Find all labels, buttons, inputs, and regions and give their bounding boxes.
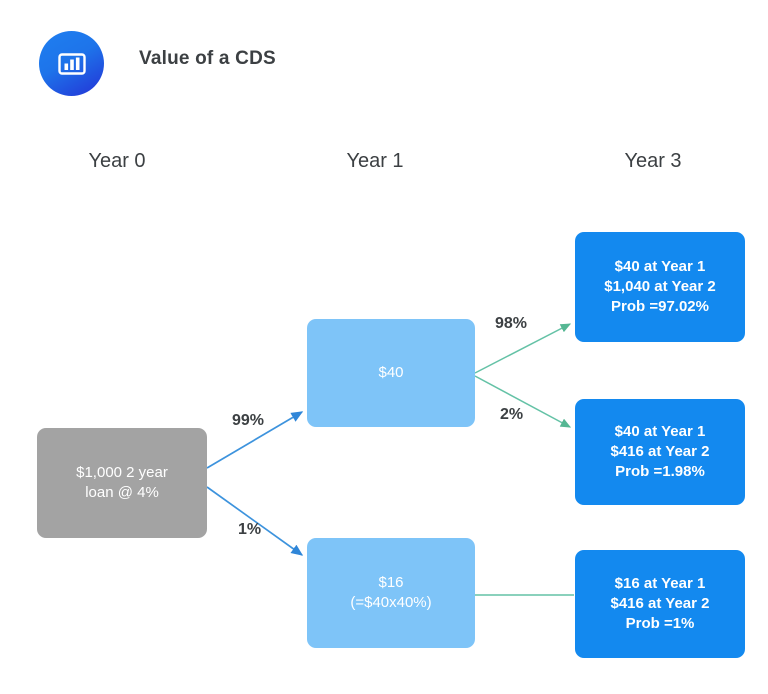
node-outcome-2[interactable]: $40 at Year 1 $416 at Year 2 Prob =1.98% xyxy=(575,399,745,505)
column-label-year-0: Year 0 xyxy=(88,150,146,172)
page-title: Value of a CDS xyxy=(139,48,276,69)
bar-chart-icon xyxy=(39,31,104,96)
node-year1-up-line-1: $40 xyxy=(378,364,404,382)
node-year1-down-line-2: (=$40x40%) xyxy=(350,594,432,611)
node-initial-loan-line-2: loan @ 4% xyxy=(85,484,159,501)
node-outcome-2-line-1: $40 at Year 1 xyxy=(614,423,706,441)
edge-root-to-year1-down xyxy=(206,486,304,556)
node-outcome-3-line-1: $16 at Year 1 xyxy=(614,575,706,593)
node-outcome-1-line-1: $40 at Year 1 xyxy=(614,258,706,276)
node-year1-down-line-1: $16 xyxy=(378,574,404,592)
edge-label-up-to-outcome-2: 2% xyxy=(500,406,524,423)
node-outcome-1[interactable]: $40 at Year 1 $1,040 at Year 2 Prob =97.… xyxy=(575,232,745,342)
edge-year1-up-to-outcome-1 xyxy=(474,323,572,374)
edge-label-root-to-up: 99% xyxy=(232,412,265,429)
node-year1-down[interactable]: $16 (=$40x40%) xyxy=(307,538,475,648)
node-outcome-3-line-2: $416 at Year 2 xyxy=(610,595,710,613)
node-year1-up[interactable]: $40 xyxy=(307,319,475,427)
node-outcome-1-line-3: Prob =97.02% xyxy=(611,297,709,315)
node-initial-loan-line-1: $1,000 2 year xyxy=(76,464,168,482)
edge-label-root-to-down: 1% xyxy=(238,521,262,538)
column-label-year-1: Year 1 xyxy=(346,150,404,172)
edge-year1-up-to-outcome-2 xyxy=(474,375,572,428)
node-outcome-3-line-3: Prob =1% xyxy=(625,614,695,632)
node-outcome-2-line-2: $416 at Year 2 xyxy=(610,443,710,461)
node-initial-loan[interactable]: $1,000 2 year loan @ 4% xyxy=(37,428,207,538)
node-outcome-2-line-3: Prob =1.98% xyxy=(615,462,705,480)
node-outcome-3[interactable]: $16 at Year 1 $416 at Year 2 Prob =1% xyxy=(575,550,745,658)
edge-root-to-year1-up xyxy=(206,411,304,469)
edge-label-up-to-outcome-1: 98% xyxy=(495,315,528,332)
column-label-year-3: Year 3 xyxy=(624,150,682,172)
node-outcome-1-line-2: $1,040 at Year 2 xyxy=(604,278,716,296)
